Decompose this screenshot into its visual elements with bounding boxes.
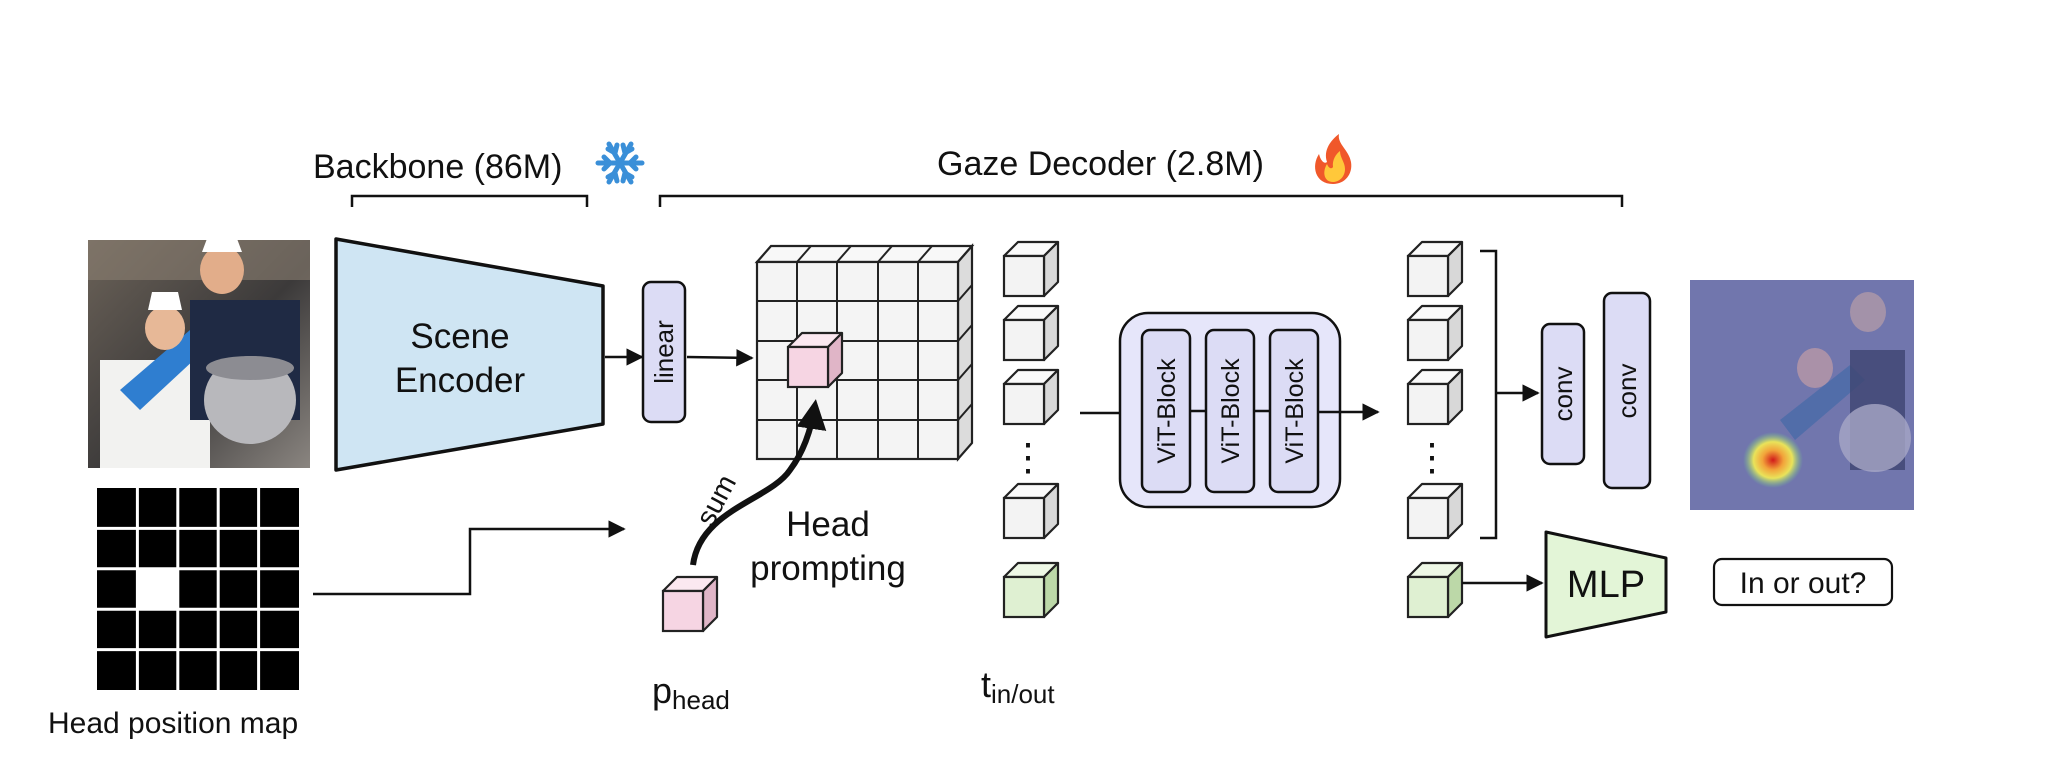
scene-encoder: [334, 237, 605, 472]
head-position-map: [97, 488, 299, 690]
in-or-out-label: In or out?: [1740, 567, 1867, 600]
head-map-to-decoder-arrow: [313, 520, 626, 596]
scene-encoder-label-1: Scene: [410, 317, 509, 356]
p-head-label: phead: [652, 670, 730, 715]
svg-text:ViT-Block: ViT-Block: [1217, 358, 1245, 464]
in-or-out-box: [1712, 557, 1894, 607]
head-prompting-arrow: [690, 399, 827, 566]
sum-label: sum: [690, 470, 742, 531]
svg-text:⋮: ⋮: [1413, 437, 1451, 479]
gaze-heatmap-output: [1690, 280, 1914, 510]
svg-text:ViT-Block: ViT-Block: [1153, 358, 1181, 464]
tokens-bracket: [1480, 249, 1498, 540]
mlp: [1544, 530, 1668, 639]
svg-text:conv: conv: [1612, 364, 1642, 419]
token-column-input: ⋮: [1002, 240, 1060, 619]
head-token-in-grid: [786, 331, 844, 389]
head-prompting-label-1: Head: [786, 505, 870, 544]
head-position-map-label: Head position map: [48, 707, 298, 740]
conv-layer-2: [1602, 291, 1652, 490]
svg-text:⋮: ⋮: [1009, 437, 1047, 479]
svg-text:conv: conv: [1548, 367, 1578, 422]
feature-grid: [754, 243, 975, 462]
scene-image: [88, 236, 310, 468]
linear-label: linear: [649, 320, 679, 384]
mlp-label: MLP: [1567, 564, 1645, 606]
gaze-decoder-label: Gaze Decoder (2.8M): [937, 145, 1264, 183]
backbone-label: Backbone (86M): [313, 148, 562, 186]
head-prompting-label-2: prompting: [750, 549, 906, 588]
scene-encoder-label-2: Encoder: [395, 361, 526, 400]
vit-block-2: ViT-Block: [1204, 328, 1256, 494]
t-inout-label: tin/out: [981, 664, 1055, 709]
fire-icon: [1315, 134, 1352, 184]
vit-block-1: ViT-Block: [1140, 328, 1192, 494]
vit-block-3: ViT-Block: [1268, 328, 1320, 494]
linear-layer: [641, 280, 687, 424]
gaze-decoder-bracket: [658, 194, 1624, 207]
snowflake-icon: [595, 141, 645, 185]
head-token: [661, 575, 719, 633]
token-column-output: ⋮: [1406, 240, 1464, 619]
linear-to-grid-arrow: [686, 349, 754, 367]
conv-layer-1: [1540, 322, 1586, 466]
inout-token: [1002, 561, 1060, 619]
svg-text:ViT-Block: ViT-Block: [1281, 358, 1309, 464]
backbone-bracket: [350, 194, 589, 207]
